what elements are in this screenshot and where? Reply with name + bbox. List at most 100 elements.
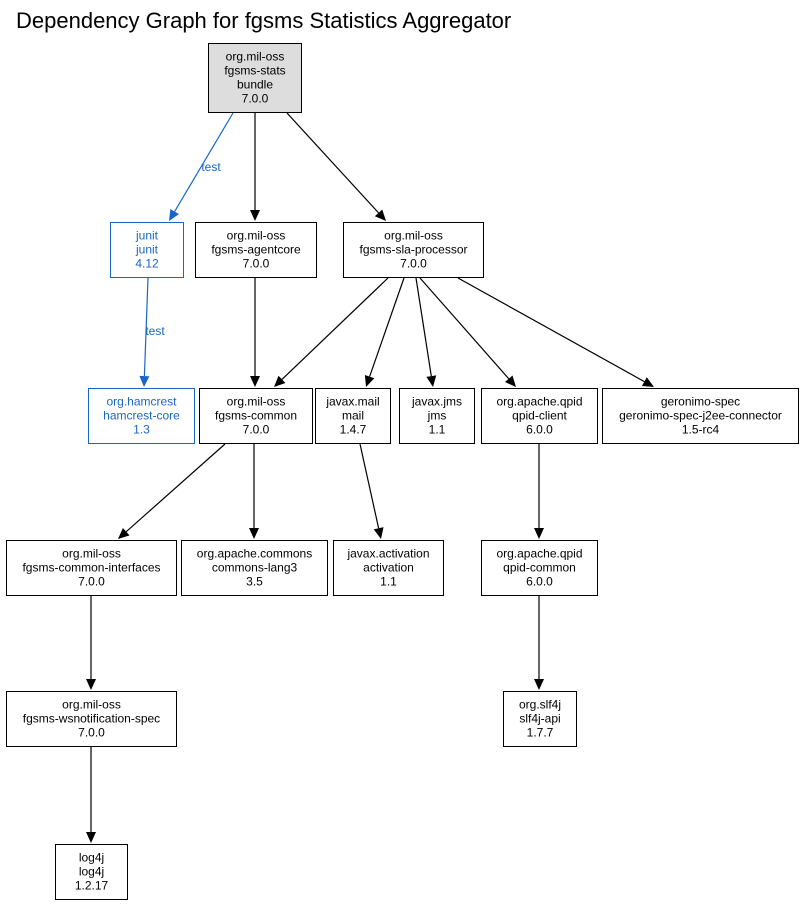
node-label-line: fgsms-stats	[224, 64, 285, 78]
node-label-line: commons-lang3	[212, 561, 298, 575]
node-label-line: 1.1	[380, 575, 397, 589]
node-label-line: slf4j-api	[519, 712, 560, 726]
edge-agentcore-to-common	[250, 278, 260, 387]
node-box	[6, 540, 177, 596]
node-box	[503, 691, 577, 747]
node-box	[602, 388, 799, 444]
node-label-line: 1.7.7	[527, 726, 554, 740]
arrowhead-icon	[534, 679, 544, 690]
node-label-line: junit	[135, 229, 159, 243]
node-label-line: 1.2.17	[75, 879, 109, 893]
node-label-line: qpid-common	[503, 561, 576, 575]
arrowhead-icon	[373, 527, 384, 539]
arrowhead-icon	[374, 209, 386, 221]
edge-slaproc-to-mail	[364, 277, 405, 387]
node-box	[343, 222, 484, 278]
node-box	[181, 540, 328, 596]
node-box	[6, 691, 177, 747]
node-label-line: hamcrest-core	[103, 409, 180, 423]
node-label-line: fgsms-sla-processor	[359, 243, 467, 257]
node-label-line: log4j	[79, 865, 104, 879]
edges-layer: test test	[86, 112, 654, 843]
node-box	[208, 43, 302, 113]
edge-line	[369, 277, 405, 377]
node-label-line: org.mil-oss	[227, 395, 286, 409]
node-label-line: log4j	[79, 851, 104, 865]
edge-qpidcommon-to-slf4j	[534, 596, 544, 690]
node-label-line: org.apache.commons	[197, 547, 312, 561]
edge-line	[143, 277, 149, 377]
node-label-line: geronimo-spec	[661, 395, 740, 409]
node-geronimo: geronimo-specgeronimo-spec-j2ee-connecto…	[602, 388, 799, 444]
edge-commonif-to-wsnotif	[86, 596, 96, 690]
edge-label: test	[145, 324, 165, 338]
node-box	[399, 388, 475, 444]
edge-slaproc-to-qpidclient	[419, 277, 516, 387]
node-label-line: org.hamcrest	[106, 395, 177, 409]
node-box	[55, 844, 128, 900]
node-label-line: junit	[135, 243, 159, 257]
edge-junit-to-hamcrest: test	[139, 277, 165, 387]
node-label-line: javax.jms	[411, 395, 462, 409]
edge-wsnotif-to-log4j	[86, 747, 96, 843]
node-box	[195, 222, 317, 278]
edge-line	[174, 112, 234, 212]
node-label-line: 6.0.0	[526, 423, 553, 437]
node-label-line: 7.0.0	[78, 726, 105, 740]
arrowhead-icon	[139, 375, 150, 387]
node-box	[110, 222, 184, 278]
node-label-line: 6.0.0	[526, 575, 553, 589]
node-box	[88, 388, 195, 444]
node-label-line: fgsms-wsnotification-spec	[23, 712, 160, 726]
node-label-line: 1.3	[133, 423, 150, 437]
edge-label: test	[201, 160, 221, 174]
node-label-line: javax.mail	[325, 395, 379, 409]
edge-line	[281, 277, 389, 380]
node-box	[333, 540, 444, 596]
node-label-line: 1.5-rc4	[682, 423, 720, 437]
arrowhead-icon	[249, 528, 259, 539]
edge-stats-to-slaproc	[286, 112, 386, 221]
node-label-line: qpid-client	[512, 409, 567, 423]
arrowhead-icon	[504, 375, 516, 387]
node-box	[481, 388, 598, 444]
arrowhead-icon	[250, 210, 260, 221]
node-label-line: org.apache.qpid	[496, 395, 582, 409]
arrowhead-icon	[426, 375, 437, 387]
node-label-line: javax.activation	[346, 547, 429, 561]
node-box	[199, 388, 313, 444]
node-label-line: 3.5	[246, 575, 263, 589]
arrowhead-icon	[534, 528, 544, 539]
arrowhead-icon	[250, 376, 260, 387]
node-label-line: fgsms-agentcore	[211, 243, 301, 257]
node-box	[481, 540, 598, 596]
edge-common-to-commonif	[118, 443, 226, 539]
node-wsnotif: org.mil-ossfgsms-wsnotification-spec7.0.…	[6, 691, 177, 747]
arrowhead-icon	[118, 527, 130, 539]
node-label-line: 7.0.0	[243, 423, 270, 437]
node-label-line: fgsms-common	[215, 409, 297, 423]
edge-slaproc-to-jms	[415, 277, 437, 387]
edge-slaproc-to-common	[274, 277, 389, 387]
edge-common-to-lang3	[249, 444, 259, 539]
edge-line	[415, 277, 432, 377]
node-label-line: mail	[342, 409, 364, 423]
arrowhead-icon	[641, 377, 654, 387]
arrowhead-icon	[364, 374, 375, 387]
edge-mail-to-activation	[359, 443, 384, 539]
edge-line	[457, 277, 645, 383]
node-label-line: org.mil-oss	[62, 698, 121, 712]
node-box	[315, 388, 391, 444]
edge-line	[125, 443, 226, 533]
